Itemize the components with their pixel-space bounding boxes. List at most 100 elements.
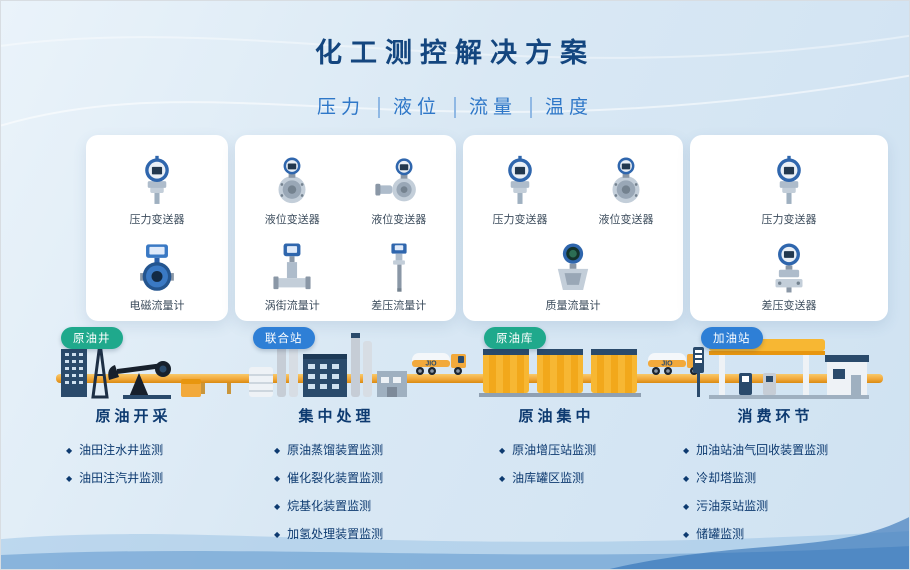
product-cards: 压力变送器 电磁流量计 液位变送器 液位变送器 — [86, 135, 888, 321]
pipeline — [56, 374, 883, 383]
stage-bullet: ◆ 冷却塔监测 — [683, 465, 878, 493]
pressure-transmitter-icon — [493, 155, 547, 209]
level-transmitter-icon — [265, 155, 319, 209]
card-row: 压力变送器 — [694, 143, 884, 229]
bullet-text: 冷却塔监测 — [696, 471, 757, 485]
subtitle-pressure: 压力 — [316, 97, 365, 118]
bullet-text: 加氢处理装置监测 — [287, 527, 384, 541]
bullet-text: 加油站油气回收装置监测 — [696, 443, 829, 457]
pressure-transmitter-icon — [762, 155, 816, 209]
tank-farm-illustration — [479, 349, 641, 397]
card-row: 涡街流量计 差压流量计 — [239, 229, 452, 315]
diamond-bullet-icon: ◆ — [66, 446, 73, 455]
diamond-bullet-icon: ◆ — [683, 446, 690, 455]
subtitle-level: 液位 — [377, 97, 454, 118]
instrument-label: 电磁流量计 — [129, 300, 185, 312]
card-row: 液位变送器 液位变送器 — [239, 143, 452, 229]
bullet-text: 油库罐区监测 — [512, 471, 585, 485]
card-row: 差压变送器 — [694, 229, 884, 315]
instrument-label: 压力变送器 — [492, 214, 548, 226]
bullet-text: 催化裂化装置监测 — [287, 471, 384, 485]
stage-consumption: 消费环节 ◆加油站油气回收装置监测 ◆冷却塔监测 ◆污油泵站监测 ◆储罐监测 — [673, 405, 878, 549]
gas-station-illustration — [693, 339, 869, 399]
stage-bullet: ◆ 加油站油气回收装置监测 — [683, 437, 878, 465]
instrument-label: 差压变送器 — [761, 300, 817, 312]
stage-bullet-list: ◆ 油田注水井监测 ◆ 油田注汽井监测 — [56, 437, 211, 493]
instrument-label: 涡街流量计 — [264, 300, 320, 312]
truck-label: JIO — [661, 361, 673, 368]
instrument-label: 压力变送器 — [129, 214, 185, 226]
bullet-text: 油田注水井监测 — [79, 443, 164, 457]
stage-central-processing: 集中处理 ◆原油蒸馏装置监测 ◆催化裂化装置监测 ◆烷基化装置监测 ◆加氢处理装… — [264, 405, 409, 549]
stage-crude-extraction: 原油开采 ◆ 油田注水井监测 ◆ 油田注汽井监测 — [56, 405, 211, 493]
stage-bullet: ◆烷基化装置监测 — [274, 493, 409, 521]
instrument-label: 质量流量计 — [545, 300, 601, 312]
vortex-flowmeter-icon — [265, 241, 319, 295]
stage-bullet: ◆ 油田注水井监测 — [66, 437, 211, 465]
instrument-label: 压力变送器 — [761, 214, 817, 226]
stage-bullet: ◆ 油田注汽井监测 — [66, 465, 211, 493]
stage-bullet: ◆催化裂化装置监测 — [274, 465, 409, 493]
instrument-slot: 电磁流量计 — [90, 229, 224, 315]
instrument-slot: 质量流量计 — [515, 229, 632, 315]
stage-bullet: ◆污油泵站监测 — [683, 493, 878, 521]
bullet-text: 原油增压站监测 — [512, 443, 597, 457]
pipeline-support — [201, 383, 205, 394]
subtitle-temperature: 温度 — [530, 97, 607, 118]
stage-crude-collection: 原油集中 ◆ 原油增压站监测 ◆ 油库罐区监测 — [489, 405, 624, 493]
station-badge-joint-station: 联合站 — [253, 327, 315, 349]
dp-transmitter-icon — [762, 241, 816, 295]
stage-bullet-list: ◆ 原油增压站监测 ◆ 油库罐区监测 — [489, 437, 624, 493]
instrument-label: 液位变送器 — [264, 214, 320, 226]
stage-bullet: ◆ 油库罐区监测 — [499, 465, 624, 493]
subtitle: 压力液位流量温度 — [1, 92, 909, 119]
diamond-bullet-icon: ◆ — [683, 502, 690, 511]
station-badge-oil-depot: 原油库 — [484, 327, 546, 349]
card-row: 电磁流量计 — [90, 229, 224, 315]
product-card-well: 压力变送器 电磁流量计 — [86, 135, 228, 321]
stage-bullet-list: ◆加油站油气回收装置监测 ◆冷却塔监测 ◆污油泵站监测 ◆储罐监测 — [673, 437, 878, 549]
subtitle-flow: 流量 — [454, 97, 531, 118]
level-transmitter-icon — [372, 155, 426, 209]
instrument-label: 差压流量计 — [371, 300, 427, 312]
page-title: 化工测控解决方案 — [315, 38, 595, 68]
bullet-text: 油田注汽井监测 — [79, 471, 164, 485]
stage-bullet: ◆ 原油增压站监测 — [499, 437, 624, 465]
diamond-bullet-icon: ◆ — [274, 446, 281, 455]
diamond-bullet-icon: ◆ — [499, 446, 506, 455]
bullet-text: 储罐监测 — [696, 527, 745, 541]
stage-title: 原油集中 — [518, 408, 595, 425]
stages-section: 原油开采 ◆油田注水井监测 ◆油田注汽井监测 集中处理 ◆原油蒸馏装置监测 ◆催… — [1, 405, 909, 555]
diamond-bullet-icon: ◆ — [66, 474, 73, 483]
product-card-oil-depot: 压力变送器 液位变送器 质量流量计 — [463, 135, 683, 321]
stage-bullet-list: ◆原油蒸馏装置监测 ◆催化裂化装置监测 ◆烷基化装置监测 ◆ 加氢处理装置监测 — [264, 437, 409, 549]
instrument-slot: 液位变送器 — [346, 143, 453, 229]
instrument-slot: 压力变送器 — [467, 143, 573, 229]
pipeline-support — [227, 383, 231, 394]
instrument-slot: 液位变送器 — [239, 143, 346, 229]
bullet-text: 烷基化装置监测 — [287, 499, 372, 513]
instrument-slot: 差压流量计 — [346, 229, 453, 315]
diamond-bullet-icon: ◆ — [683, 474, 690, 483]
stage-title: 原油开采 — [95, 408, 172, 425]
instrument-slot: 涡街流量计 — [239, 229, 346, 315]
instrument-label: 液位变送器 — [598, 214, 654, 226]
header: 化工测控解决方案 压力液位流量温度 — [1, 31, 909, 119]
stage-bullet: ◆原油蒸馏装置监测 — [274, 437, 409, 465]
stage-bullet: ◆储罐监测 — [683, 521, 878, 549]
pressure-transmitter-icon — [130, 155, 184, 209]
product-card-gas-station: 压力变送器 差压变送器 — [690, 135, 888, 321]
process-flow: JIO — [1, 323, 909, 411]
card-row: 压力变送器 — [90, 143, 224, 229]
product-card-joint-station: 液位变送器 液位变送器 涡街流量计 差压流量计 — [235, 135, 456, 321]
diamond-bullet-icon: ◆ — [499, 474, 506, 483]
refinery-illustration — [249, 333, 407, 397]
mass-flowmeter-icon — [546, 241, 600, 295]
dp-flowmeter-icon — [372, 241, 426, 295]
truck-label: JIO — [425, 361, 437, 368]
instrument-slot: 液位变送器 — [573, 143, 679, 229]
oil-well-illustration — [61, 342, 201, 399]
card-row: 质量流量计 — [467, 229, 679, 315]
instrument-slot: 差压变送器 — [694, 229, 884, 315]
